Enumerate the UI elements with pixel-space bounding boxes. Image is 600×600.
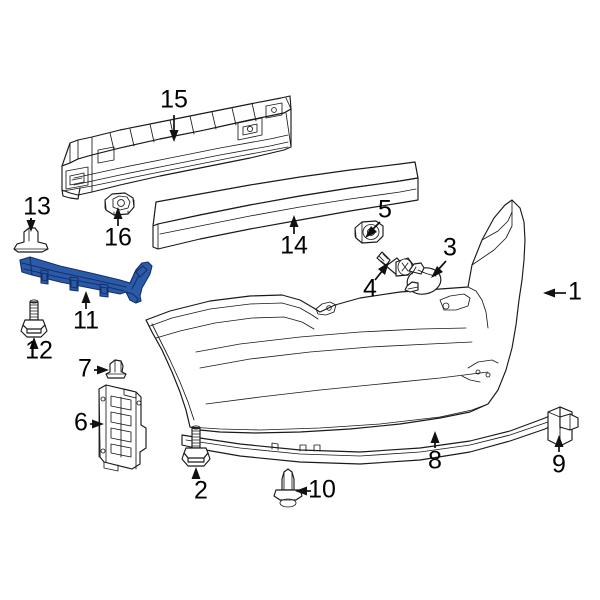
leader-16 <box>113 207 123 226</box>
leader-12 <box>29 337 39 349</box>
callout-label-4: 4 <box>363 275 377 303</box>
leader-1 <box>543 288 566 298</box>
leader-11 <box>81 291 91 309</box>
callout-label-5: 5 <box>378 196 392 224</box>
leader-5 <box>365 221 381 238</box>
callout-label-15: 15 <box>160 86 188 114</box>
leader-13-main <box>26 219 36 232</box>
part-10-push-pin-clip[interactable] <box>273 468 303 508</box>
part-16-nut-washer[interactable] <box>104 192 135 216</box>
callout-label-11: 11 <box>73 307 99 335</box>
part-3-parking-sensor[interactable] <box>404 262 444 297</box>
leader-9 <box>554 435 564 452</box>
leader-4 <box>374 262 389 281</box>
leader-8 <box>430 431 440 448</box>
leader-14 <box>289 215 299 234</box>
part-7-retainer-clip[interactable] <box>105 359 127 379</box>
leader-7 <box>94 365 109 375</box>
callout-label-16: 16 <box>104 224 132 252</box>
leader-6 <box>90 419 104 429</box>
part-14-upper-beam[interactable] <box>152 161 419 250</box>
part-9-side-retainer-clip[interactable] <box>547 406 579 447</box>
callout-label-8: 8 <box>428 447 442 475</box>
leader-3 <box>431 260 447 278</box>
callout-label-12: 12 <box>25 337 53 365</box>
callout-label-2: 2 <box>194 477 208 505</box>
leader-10 <box>295 486 311 496</box>
callout-label-6: 6 <box>74 409 88 437</box>
callout-label-7: 7 <box>78 355 92 383</box>
part-2-flange-bolt[interactable] <box>181 425 211 467</box>
callout-label-10: 10 <box>308 476 336 504</box>
part-11-bumper-cover-retainer[interactable] <box>19 256 153 304</box>
part-13-clip[interactable] <box>13 227 49 253</box>
leader-2 <box>191 467 201 479</box>
part-1-rear-bumper-cover[interactable] <box>145 199 526 434</box>
leader-15 <box>169 115 179 142</box>
part-6-bumper-side-bracket[interactable] <box>98 384 147 472</box>
callout-label-9: 9 <box>552 451 566 479</box>
part-12-bolt[interactable] <box>20 299 48 338</box>
callout-label-13: 13 <box>23 193 51 221</box>
callout-label-3: 3 <box>443 234 457 262</box>
callout-label-14: 14 <box>280 232 308 260</box>
callout-label-1: 1 <box>568 278 582 306</box>
